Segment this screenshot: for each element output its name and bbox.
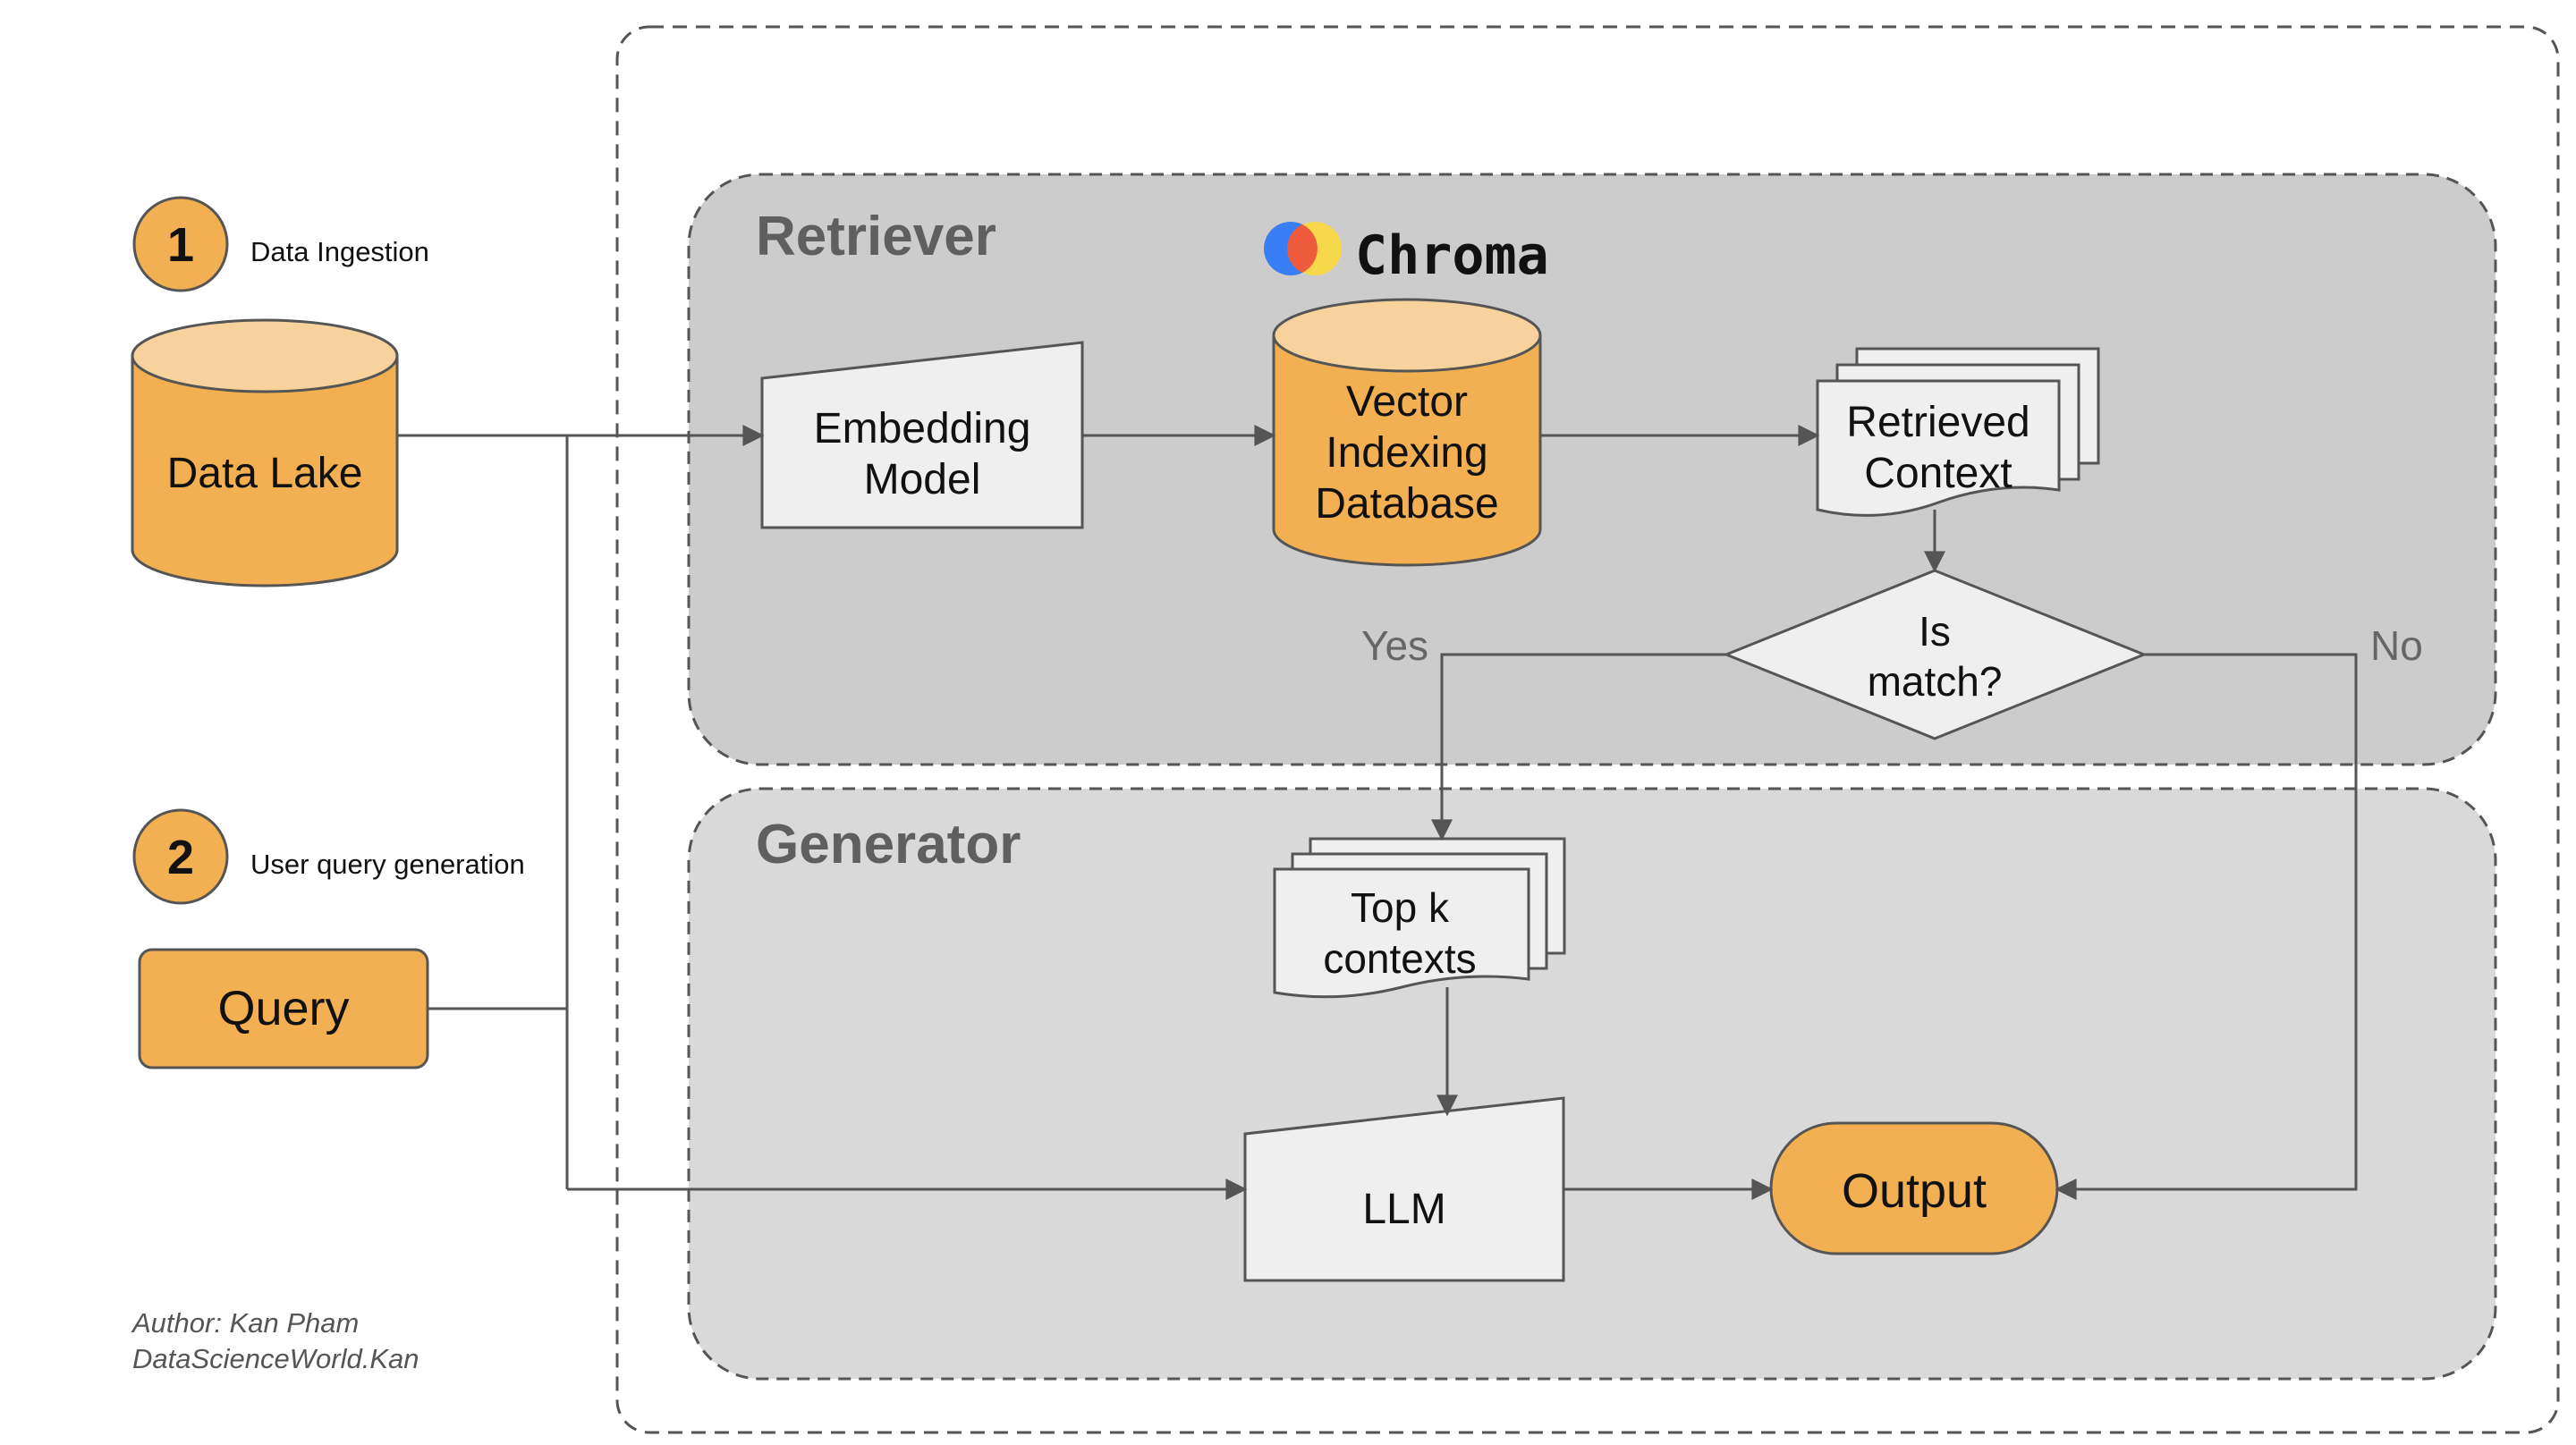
generator-section [687, 787, 2497, 1381]
embedding-model-label-line1: Embedding [814, 405, 1031, 452]
chroma-logo-text: Chroma [1355, 224, 1549, 287]
data-lake-label: Data Lake [167, 450, 363, 497]
vector-db-label-line3: Database [1315, 480, 1498, 528]
output-label: Output [1842, 1164, 1987, 1218]
connectors [397, 425, 2358, 1200]
embedding-model-node: Embedding Model [760, 341, 1084, 529]
retrieved-context-node: Retrieved Context [1816, 347, 2100, 517]
top-k-contexts-label-line2: contexts [1323, 935, 1476, 982]
step-1-number: 1 [167, 218, 194, 272]
edge-match-yes [1431, 653, 1726, 841]
query-label: Query [217, 982, 349, 1035]
top-k-contexts-node: Top k contexts [1273, 837, 1566, 999]
vector-db-node: Vector Indexing Database [1272, 298, 1542, 567]
vector-db-label-line2: Indexing [1326, 429, 1487, 477]
chroma-logo: Chroma [1264, 222, 1549, 287]
top-k-contexts-label-line1: Top k [1351, 884, 1450, 931]
step-1: 1 Data Ingestion [132, 196, 429, 292]
embedding-model-label-line2: Model [864, 456, 981, 503]
step-2-number: 2 [167, 831, 194, 884]
step-2-badge [132, 808, 229, 905]
retriever-title: Retriever [756, 206, 996, 267]
llm-label: LLM [1362, 1186, 1445, 1233]
edge-match-no [2055, 653, 2358, 1200]
no-label: No [2370, 622, 2423, 669]
data-lake-node: Data Lake [131, 318, 399, 587]
step-1-badge [132, 196, 229, 292]
chroma-logo-icon [1264, 222, 1342, 275]
retrieved-context-label-line2: Context [1864, 450, 2012, 497]
output-node: Output [1769, 1121, 2059, 1255]
author-line-1: Author: Kan Pham [131, 1307, 359, 1339]
retrieved-context-label-line1: Retrieved [1846, 399, 2029, 446]
vector-db-label-line1: Vector [1346, 378, 1468, 426]
author-line-2: DataScienceWorld.Kan [132, 1343, 419, 1374]
outer-container [615, 25, 2560, 1434]
is-match-decision: Is match? [1722, 569, 2148, 740]
query-node: Query [138, 948, 429, 1069]
step-1-label: Data Ingestion [250, 236, 429, 267]
yes-label: Yes [1361, 622, 1428, 669]
is-match-label-line1: Is [1919, 608, 1951, 655]
step-2-label: User query generation [250, 849, 525, 880]
generator-title: Generator [756, 814, 1021, 875]
step-2: 2 User query generation [132, 808, 525, 905]
is-match-label-line2: match? [1868, 658, 2003, 705]
